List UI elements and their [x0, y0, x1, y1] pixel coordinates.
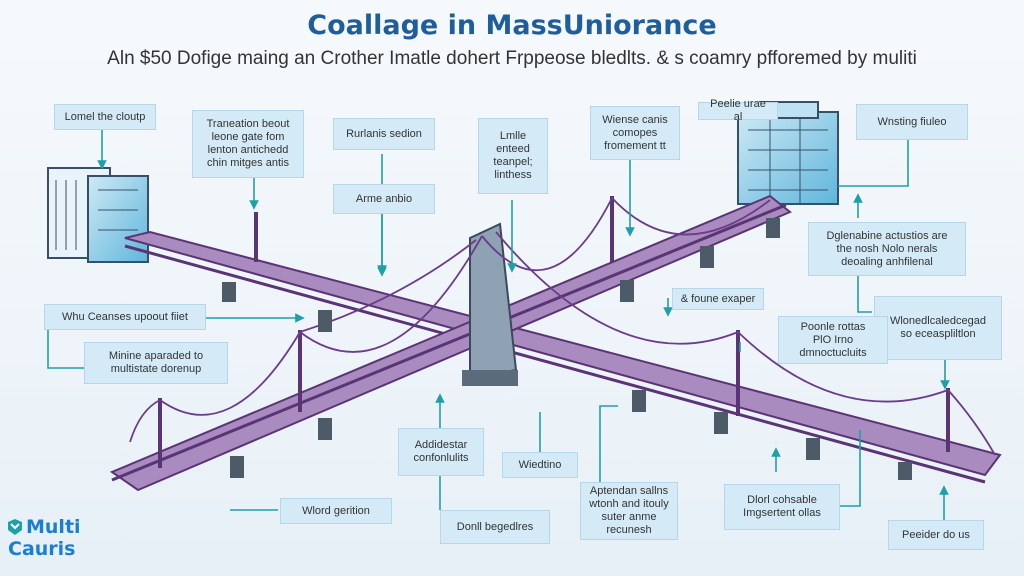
- label-box: Traneation beout leone gate fom lenton a…: [192, 110, 304, 178]
- bridge-deck-main: [124, 230, 1002, 484]
- label-box: Lomel the cloutp: [54, 104, 156, 130]
- label-box: Minine aparaded to multistate dorenup: [84, 342, 228, 384]
- label-box: & foune exaper: [672, 288, 764, 310]
- central-tower: [462, 222, 518, 386]
- brand-logo: Multi Cauris: [4, 514, 104, 566]
- label-box: Whu Ceanses upoout fiiet: [44, 304, 206, 330]
- label-box: Poonle rottas PlO Irno dmnoctucluits: [778, 316, 888, 364]
- label-box: Arme anbio: [333, 184, 435, 214]
- label-box: Dglenabine actustios are the nosh Nolo n…: [808, 222, 966, 276]
- label-box: Wlonedlcaledcegad so eceaspliltlon: [874, 296, 1002, 360]
- connector-arrows: [47, 103, 950, 520]
- label-box: Peeider do us: [888, 520, 984, 550]
- bridge-piers: [222, 218, 912, 480]
- label-box: Rurlanis sedion: [333, 118, 435, 150]
- logo-text-line2: Cauris: [8, 538, 76, 560]
- label-box: Wiense canis comopes fromement tt: [590, 106, 680, 160]
- label-box: Peelie urae al: [698, 98, 778, 123]
- left-building: [47, 167, 149, 263]
- label-box: Wiedtino: [502, 452, 578, 478]
- label-box: Donll begedlres: [440, 510, 550, 544]
- label-box: Wlord gerition: [280, 498, 392, 524]
- logo-text-line1: Multi: [26, 516, 81, 538]
- bridge-towers: [158, 196, 950, 468]
- label-box: Addidestar confonlulits: [398, 428, 484, 476]
- page-title: Coallage in MassUniorance: [307, 10, 717, 41]
- page-subtitle: Aln $50 Dofige maing an Crother Imatle d…: [107, 48, 917, 69]
- label-box: Aptendan sallns wtonh and itouly suter a…: [580, 482, 678, 540]
- label-box: Dlorl cohsable Imgsertent ollas: [724, 484, 840, 530]
- label-box: Wnsting fiuleo: [856, 104, 968, 140]
- label-box: Lmlle enteed teanpel; linthess: [478, 118, 548, 194]
- logo-mark-icon: [8, 519, 22, 535]
